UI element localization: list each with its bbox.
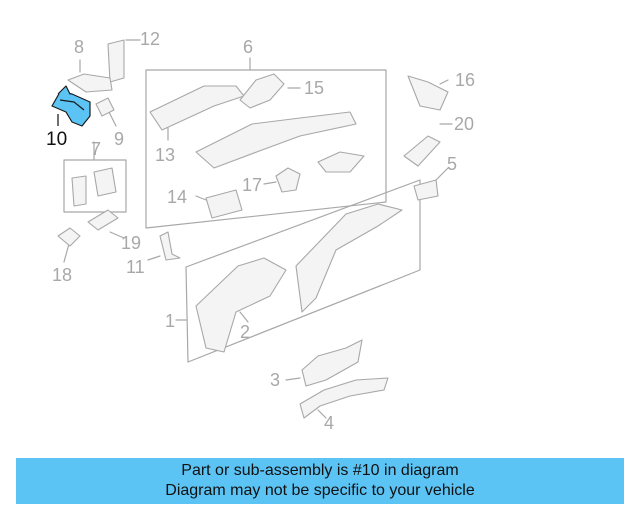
bracket-group-7 xyxy=(63,159,127,213)
part-4-sketch xyxy=(299,377,389,419)
part-14-sketch xyxy=(205,189,243,219)
part-9-sketch xyxy=(95,97,115,117)
callout-8: 8 xyxy=(74,37,85,57)
part-16-sketch xyxy=(407,75,449,111)
part-7-inner-sketch xyxy=(93,167,117,197)
callout-11: 11 xyxy=(126,257,145,277)
callout-4: 4 xyxy=(324,413,335,433)
part-17-sketch xyxy=(275,167,301,193)
right-bracket-sketch xyxy=(317,151,365,173)
assembly-frame-1 xyxy=(185,179,421,363)
part-15-sketch xyxy=(239,73,285,109)
assembly-frame-6 xyxy=(145,69,387,229)
callout-18: 18 xyxy=(52,265,73,285)
upper-rail-sketch xyxy=(295,203,403,313)
part-3-sketch xyxy=(301,339,363,387)
callout-10: 10 xyxy=(46,129,68,150)
banner-line-2: Diagram may not be specific to your vehi… xyxy=(165,482,475,499)
part-2-sketch xyxy=(195,257,287,353)
callout-2: 2 xyxy=(240,322,251,342)
callout-20: 20 xyxy=(454,114,475,134)
part-10-highlight xyxy=(51,85,91,127)
callout-7: 7 xyxy=(91,139,102,159)
banner-line-1: Part or sub-assembly is #10 in diagram xyxy=(181,462,459,479)
callout-12: 12 xyxy=(140,29,161,49)
callout-16: 16 xyxy=(455,70,476,90)
callout-3: 3 xyxy=(270,370,281,390)
part-13-sketch xyxy=(149,85,245,131)
center-member-sketch xyxy=(195,111,357,169)
callout-5: 5 xyxy=(447,154,458,174)
callout-15: 15 xyxy=(304,78,325,98)
part-19-sketch xyxy=(87,209,119,231)
part-18-sketch xyxy=(57,227,81,247)
callout-1: 1 xyxy=(165,311,176,331)
parts-diagram: 8 12 6 15 16 20 5 10 9 13 7 14 17 19 11 … xyxy=(46,29,476,433)
callout-9: 9 xyxy=(114,129,125,149)
callout-6: 6 xyxy=(243,37,254,57)
part-7-plate-sketch xyxy=(71,175,87,207)
part-12-sketch xyxy=(107,39,125,83)
callout-14: 14 xyxy=(167,187,188,207)
callout-13: 13 xyxy=(155,145,176,165)
diagram-drawing xyxy=(51,39,453,419)
part-11-sketch xyxy=(159,231,181,261)
callout-19: 19 xyxy=(121,233,142,253)
part-5-sketch xyxy=(413,179,439,201)
part-20-sketch xyxy=(403,135,441,167)
callout-17: 17 xyxy=(242,175,263,195)
info-banner: Part or sub-assembly is #10 in diagram D… xyxy=(16,458,624,504)
part-8-sketch xyxy=(67,73,113,93)
